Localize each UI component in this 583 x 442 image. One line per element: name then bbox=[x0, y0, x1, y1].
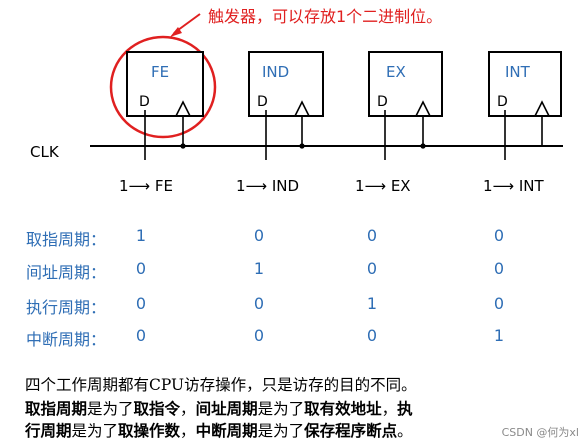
text-run: 行周期 bbox=[25, 421, 72, 440]
table-cell: 0 bbox=[366, 226, 378, 245]
table-cell: 0 bbox=[366, 326, 378, 345]
text-run: 保存程序断点 bbox=[304, 421, 398, 440]
set-signal-ex: 1⟶ EX bbox=[355, 177, 411, 195]
paragraph-line-2: 取指周期是为了取指令，间址周期是为了取有效地址，执 bbox=[25, 397, 413, 419]
text-run: 取指令 bbox=[133, 399, 181, 418]
clock-triangle-icon bbox=[415, 100, 431, 117]
annotation-text: 触发器，可以存放1个二进制位。 bbox=[208, 7, 443, 26]
table-cell: 0 bbox=[135, 326, 147, 345]
text-run: ， bbox=[180, 422, 196, 440]
table-row-label: 间址周期： bbox=[26, 263, 107, 282]
table-cell: 0 bbox=[253, 226, 265, 245]
ff-label-fe: FE bbox=[151, 63, 170, 81]
table-row-label: 中断周期： bbox=[26, 330, 107, 349]
set-signal-int: 1⟶ INT bbox=[483, 177, 544, 195]
ff-input-d: D bbox=[139, 94, 150, 110]
flipflop-fe bbox=[126, 51, 204, 117]
ff-input-d: D bbox=[497, 94, 508, 110]
set-signal-ind: 1⟶ IND bbox=[236, 177, 300, 195]
clock-triangle-icon bbox=[294, 100, 310, 117]
text-run: 。 bbox=[397, 422, 413, 440]
table-row-label: 取指周期： bbox=[26, 230, 107, 249]
ff-input-d: D bbox=[257, 94, 268, 110]
table-cell: 0 bbox=[253, 294, 265, 313]
ff-label-ex: EX bbox=[386, 63, 406, 81]
table-cell: 1 bbox=[253, 259, 265, 278]
clock-triangle-icon bbox=[534, 100, 550, 117]
table-cell: 1 bbox=[366, 294, 378, 313]
table-cell: 1 bbox=[135, 226, 147, 245]
table-cell: 0 bbox=[493, 294, 505, 313]
table-cell: 0 bbox=[135, 259, 147, 278]
watermark: CSDN @何为xl bbox=[501, 426, 579, 439]
table-cell: 0 bbox=[493, 259, 505, 278]
text-run: ， bbox=[180, 400, 196, 418]
flipflop-diagram bbox=[90, 13, 563, 160]
flipflop-int bbox=[488, 51, 562, 117]
ff-label-ind: IND bbox=[262, 63, 290, 81]
text-run: 取指周期 bbox=[25, 399, 88, 418]
text-run: 是为了 bbox=[257, 400, 305, 418]
table-cell: 1 bbox=[493, 326, 505, 345]
fe-highlight-circle bbox=[109, 35, 217, 139]
ff-input-d: D bbox=[377, 94, 388, 110]
text-run: 是为了 bbox=[71, 422, 119, 440]
clock-triangle-icon bbox=[175, 100, 191, 117]
set-signal-fe: 1⟶ FE bbox=[119, 177, 173, 195]
table-cell: 0 bbox=[366, 259, 378, 278]
clock-label: CLK bbox=[30, 143, 59, 161]
flipflop-ex bbox=[368, 51, 443, 117]
table-cell: 0 bbox=[135, 294, 147, 313]
ff-label-int: INT bbox=[505, 63, 530, 81]
text-run: 取操作数 bbox=[118, 421, 181, 440]
text-run: 是为了 bbox=[87, 400, 134, 418]
table-row-label: 执行周期： bbox=[26, 298, 107, 317]
table-cell: 0 bbox=[493, 226, 505, 245]
text-run: 取有效地址 bbox=[304, 399, 382, 418]
text-run: ， bbox=[381, 400, 398, 418]
text-run: 中断周期 bbox=[195, 421, 258, 440]
text-run: 是为了 bbox=[257, 422, 305, 440]
table-cell: 0 bbox=[253, 326, 265, 345]
flipflop-ind bbox=[248, 51, 324, 117]
paragraph-line-3: 行周期是为了取操作数，中断周期是为了保存程序断点。 bbox=[25, 419, 413, 441]
paragraph-line-1: 四个工作周期都有CPU访存操作，只是访存的目的不同。 bbox=[25, 376, 417, 394]
annotation-arrowhead bbox=[170, 27, 182, 37]
text-run: 间址周期 bbox=[195, 399, 258, 418]
text-run: 执 bbox=[397, 399, 413, 418]
